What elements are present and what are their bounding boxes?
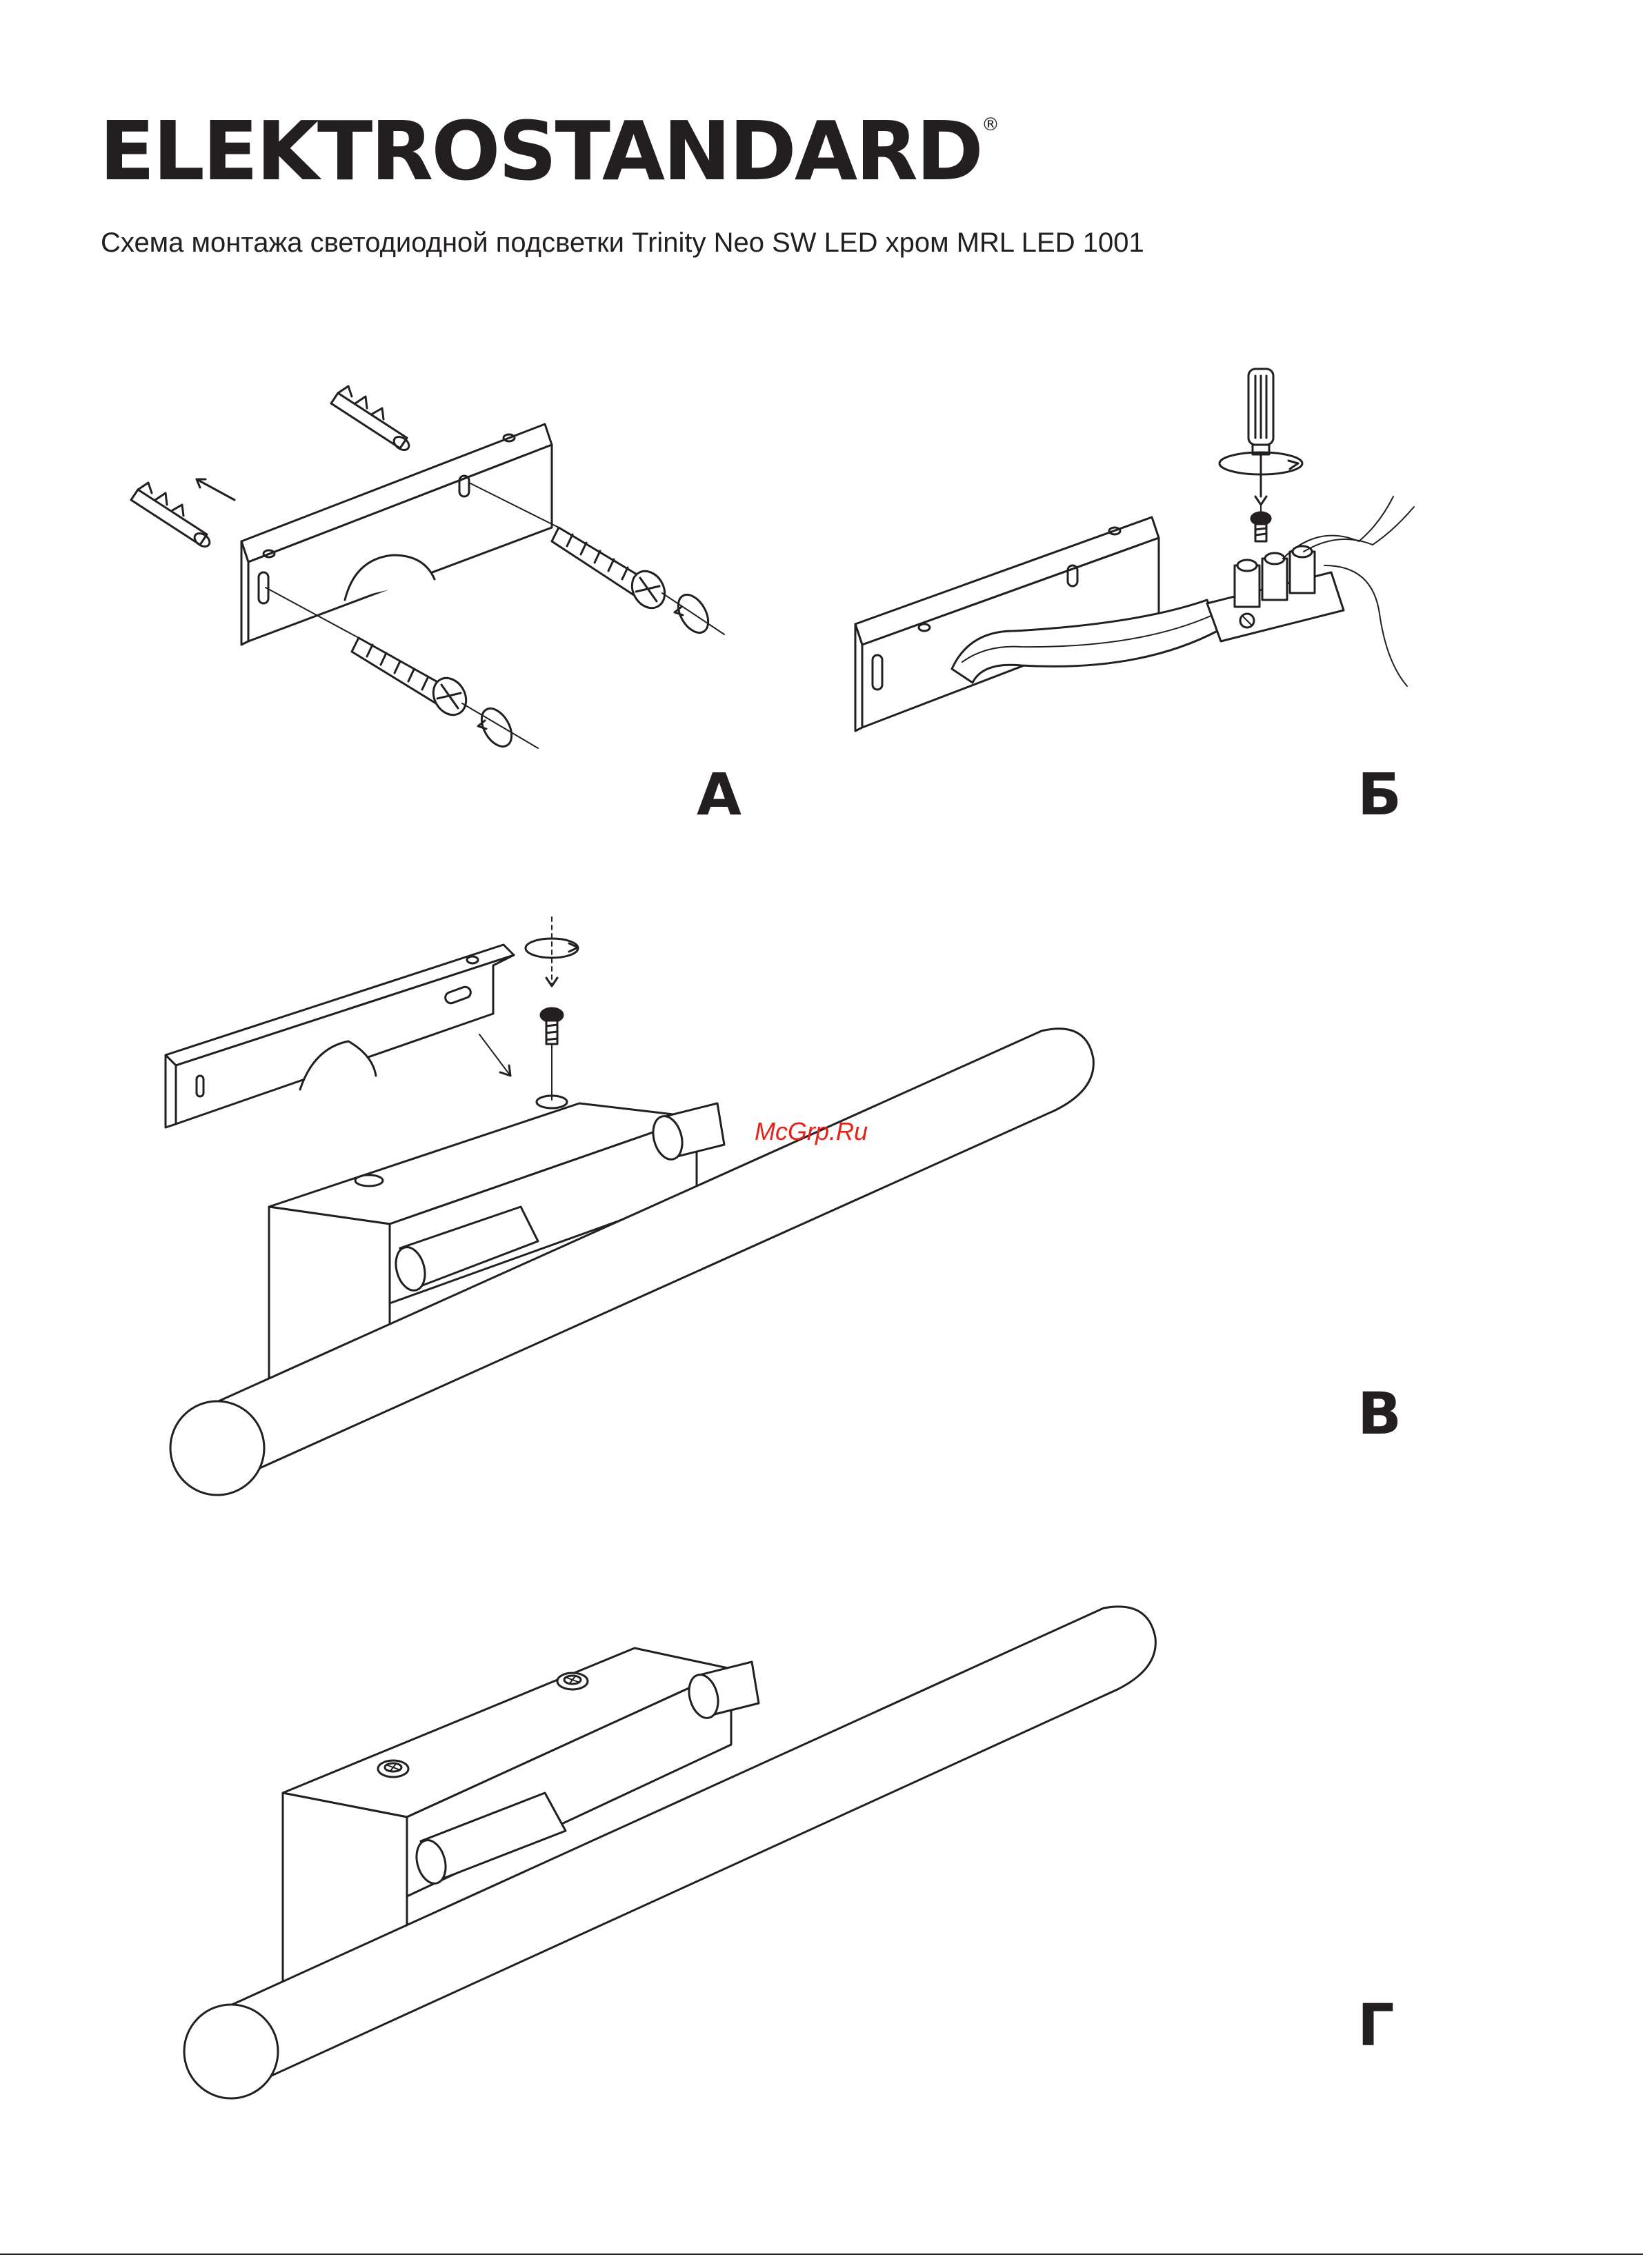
screw-head-icon <box>557 1673 588 1689</box>
step-label-c: В <box>1357 1385 1402 1443</box>
terminal-block-icon <box>1207 546 1344 641</box>
lamp-icon <box>170 1029 1093 1495</box>
step-label-a: А <box>697 765 741 823</box>
step-b-illustration <box>848 359 1469 745</box>
screwdriver-icon <box>1248 369 1273 524</box>
direction-arrow <box>197 479 235 500</box>
step-c-illustration <box>152 917 1186 1538</box>
rotate-arrow-icon <box>662 590 724 638</box>
step-a-illustration <box>117 372 738 759</box>
brand-logo: ELEKTROSTANDARD® <box>99 110 999 192</box>
step-label-b: Б <box>1357 765 1402 823</box>
bracket-icon <box>241 424 552 645</box>
watermark: McGrp.Ru <box>755 1117 868 1146</box>
bracket-icon <box>166 945 514 1127</box>
step-label-d: Г <box>1357 1996 1395 2054</box>
lamp-icon <box>184 1607 1155 2098</box>
wall-plug-icon <box>331 386 411 452</box>
footer-divider <box>0 2254 1643 2255</box>
screw-head-icon <box>378 1760 408 1777</box>
document-subtitle: Схема монтажа светодиодной подсветки Tri… <box>101 228 1144 259</box>
wall-plug-icon <box>131 483 212 549</box>
direction-arrow <box>479 1034 510 1076</box>
screw-icon <box>526 917 578 1100</box>
rotate-arrow-icon <box>462 703 538 752</box>
registered-mark: ® <box>982 114 999 135</box>
brand-name: ELEKTROSTANDARD <box>99 103 982 199</box>
screw-icon <box>1251 512 1271 541</box>
step-d-illustration <box>159 1593 1235 2200</box>
